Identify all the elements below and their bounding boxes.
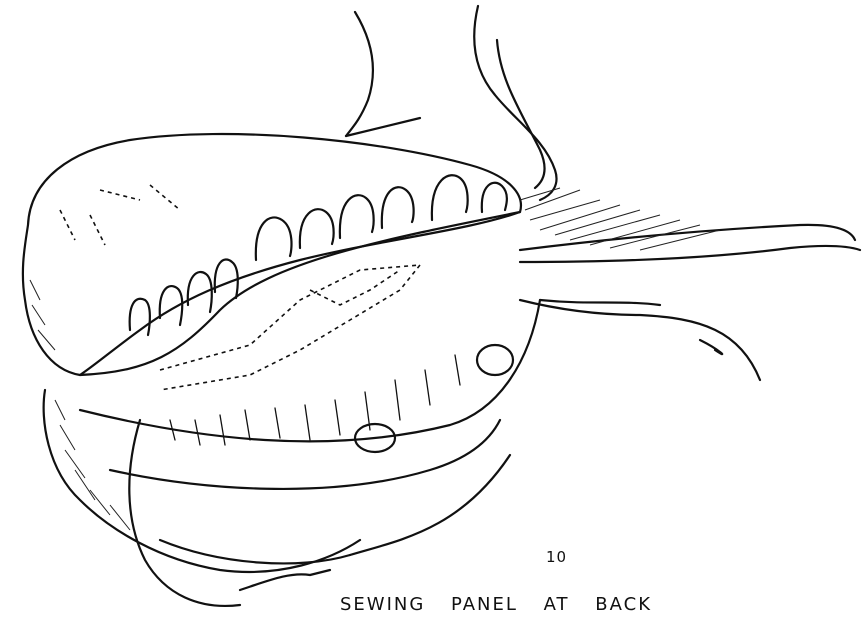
fabric-fold-outline [346, 6, 557, 200]
top-panel [23, 134, 521, 390]
figure-caption: SEWING PANEL AT BACK [340, 594, 652, 615]
sewing-thread [520, 225, 860, 380]
figure-number: 10 [546, 548, 567, 566]
